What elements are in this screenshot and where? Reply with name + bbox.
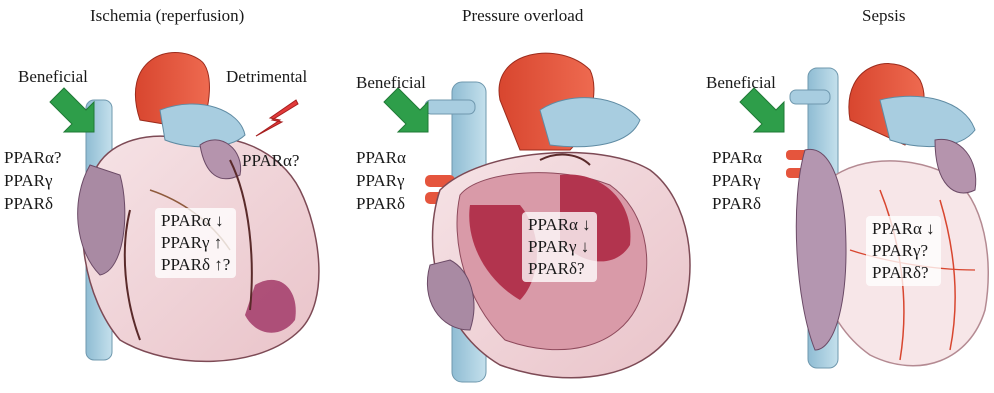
beneficial-label: Beneficial	[18, 66, 88, 88]
beneficial-label: Beneficial	[356, 72, 426, 94]
expression-change: PPARα ↓	[528, 214, 591, 236]
receptor-label-detrimental: PPARα?	[242, 150, 299, 172]
beneficial-arrow-icon	[740, 88, 784, 132]
receptor-label: PPARδ	[4, 193, 53, 215]
receptor-label: PPARγ	[356, 170, 404, 192]
beneficial-arrow-icon	[384, 88, 428, 132]
panel-title-pressure-overload: Pressure overload	[462, 6, 583, 26]
expression-change: PPARα ↓	[872, 218, 935, 240]
receptor-label: PPARα	[712, 147, 762, 169]
expression-change-box: PPARα ↓ PPARγ ↑ PPARδ ↑?	[155, 208, 236, 278]
heart-ischemia	[78, 53, 319, 362]
expression-change: PPARδ?	[528, 258, 591, 280]
expression-change-box: PPARα ↓ PPARγ? PPARδ?	[866, 216, 941, 286]
panel-title-ischemia: Ischemia (reperfusion)	[90, 6, 244, 26]
detrimental-bolt-icon	[256, 100, 298, 136]
receptor-label: PPARγ	[4, 170, 52, 192]
expression-change-box: PPARα ↓ PPARγ ↓ PPARδ?	[522, 212, 597, 282]
detrimental-label: Detrimental	[226, 66, 307, 88]
expression-change: PPARγ ↑	[161, 232, 230, 254]
receptor-label: PPARγ	[712, 170, 760, 192]
expression-change: PPARδ?	[872, 262, 935, 284]
panel-title-sepsis: Sepsis	[862, 6, 905, 26]
beneficial-arrow-icon	[50, 88, 94, 132]
expression-change: PPARγ?	[872, 240, 935, 262]
receptor-label: PPARδ	[356, 193, 405, 215]
expression-change: PPARα ↓	[161, 210, 230, 232]
expression-change: PPARδ ↑?	[161, 254, 230, 276]
receptor-label: PPARα	[356, 147, 406, 169]
expression-change: PPARγ ↓	[528, 236, 591, 258]
receptor-label: PPARα?	[4, 147, 61, 169]
receptor-label: PPARδ	[712, 193, 761, 215]
beneficial-label: Beneficial	[706, 72, 776, 94]
